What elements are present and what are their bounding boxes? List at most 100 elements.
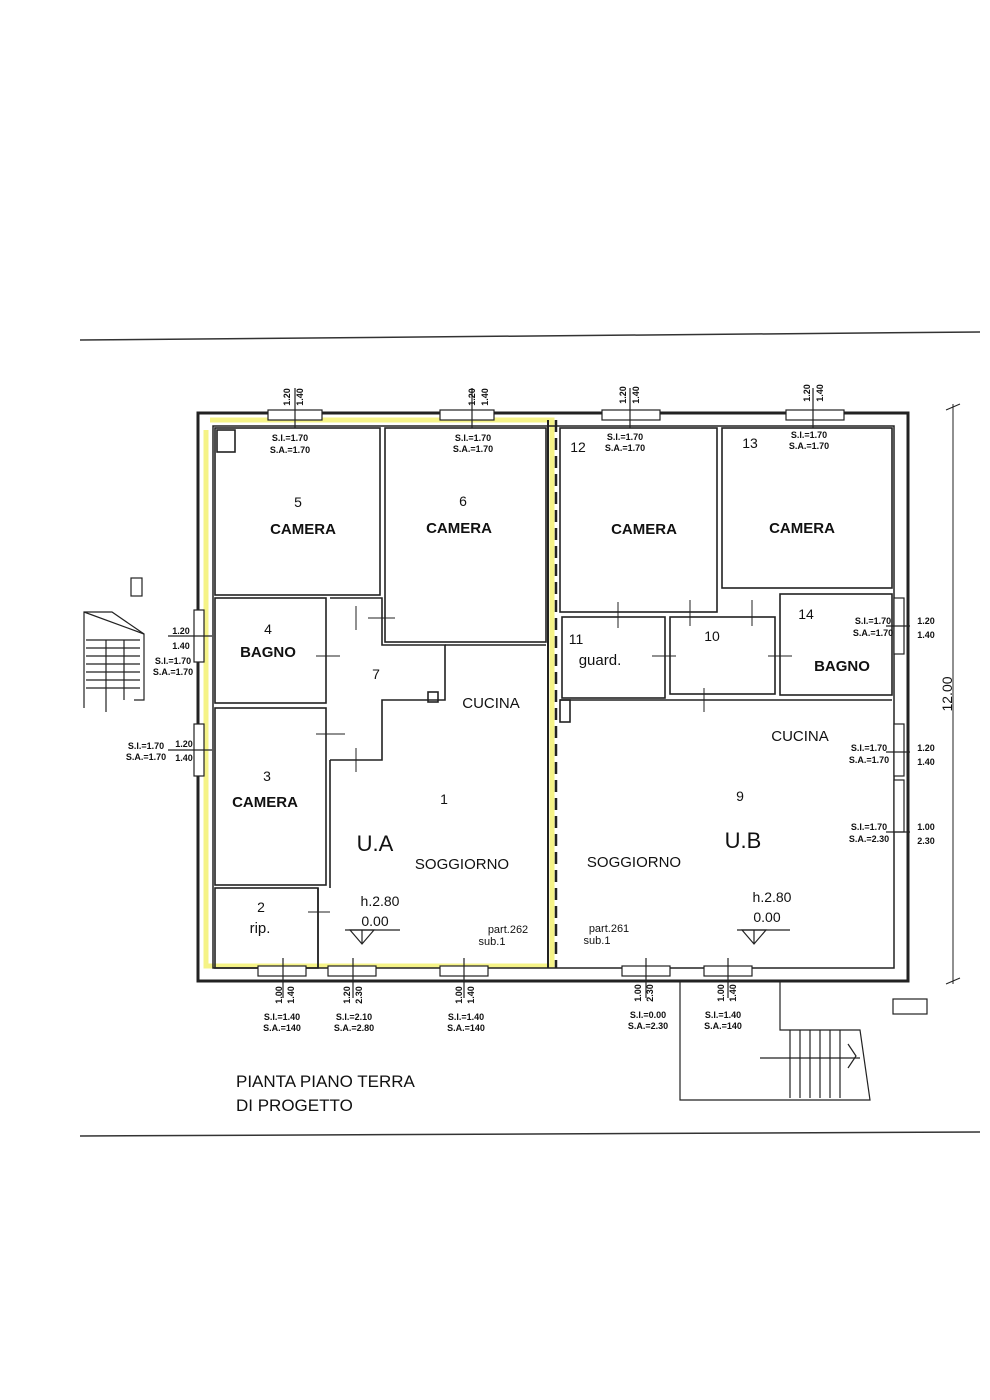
unit-b-sub: sub.1 — [584, 935, 611, 947]
window-dimension-label: S.A.=1.70 — [453, 444, 493, 454]
window-dimension-label: S.I.=1.70 — [155, 656, 191, 666]
room-5-number: 5 — [294, 494, 302, 510]
unit-b-walls — [559, 427, 893, 723]
room-13-number: 13 — [742, 435, 758, 451]
frame-line-top — [79, 331, 981, 341]
room-4-number: 4 — [264, 621, 272, 637]
window-dimension-label: S.A.=140 — [263, 1023, 301, 1033]
window-dimension-label: S.A.=1.70 — [789, 441, 829, 451]
room-1-name: SOGGIORNO — [415, 856, 509, 873]
window-dimension-label: 1.20 — [802, 384, 812, 402]
window-dimension-label: 1.20 — [282, 388, 292, 406]
window-dimension-label: 1.20 — [917, 743, 935, 753]
window-dimension-label: S.A.=1.70 — [153, 667, 193, 677]
window-dimension-label: S.I.=1.70 — [272, 433, 308, 443]
stair-left — [83, 577, 145, 712]
room-14-number: 14 — [798, 606, 814, 622]
dimension-line — [945, 403, 961, 985]
unit-b-height: h.2.80 — [753, 889, 792, 905]
room-12-number: 12 — [570, 439, 586, 455]
top-window-1-annot: 1.20 1.40 S.I.=1.70 S.A.=1.70 — [270, 388, 310, 455]
window-dimension-label: S.I.=1.70 — [851, 822, 887, 832]
room-6-name: CAMERA — [426, 520, 492, 537]
unit-a-name: U.A — [357, 831, 394, 856]
bottom-window-1-annot: 1.00 1.40 S.I.=1.40 S.A.=140 — [263, 986, 301, 1033]
unit-a-level: 0.00 — [361, 913, 388, 929]
unit-a-sub: sub.1 — [479, 936, 506, 948]
door-marks — [308, 600, 792, 913]
stair-right — [679, 980, 928, 1101]
window-dimension-label: 1.40 — [480, 388, 490, 406]
right-window-1-annot: S.I.=1.70 S.A.=1.70 1.20 1.40 — [853, 616, 935, 640]
room-4-name: BAGNO — [240, 644, 296, 661]
window-dimension-label: S.I.=1.70 — [607, 432, 643, 442]
bottom-window-2-annot: 1.20 2.30 S.I.=2.10 S.A.=2.80 — [334, 986, 374, 1033]
window-dimension-label: 1.40 — [728, 984, 738, 1002]
room-11-number: 11 — [569, 631, 584, 647]
room-14-name: BAGNO — [814, 658, 870, 675]
window-dimension-label: S.I.=1.40 — [448, 1012, 484, 1022]
kitchen-b-name: CUCINA — [771, 728, 829, 745]
room-2-name: rip. — [250, 920, 271, 937]
window-dimension-label: S.A.=2.80 — [334, 1023, 374, 1033]
room-5-name: CAMERA — [270, 521, 336, 538]
room-9-name: SOGGIORNO — [587, 854, 681, 871]
bottom-window-3-annot: 1.00 1.40 S.I.=1.40 S.A.=140 — [447, 986, 485, 1033]
window-dimension-label: 1.00 — [274, 986, 284, 1004]
outer-wall-inner — [212, 425, 895, 969]
window-dimension-label: S.I.=1.40 — [705, 1010, 741, 1020]
window-dimension-label: 1.20 — [467, 388, 477, 406]
window-dimension-label: 1.00 — [716, 984, 726, 1002]
window-dimension-label: S.A.=1.70 — [270, 445, 310, 455]
window-dimension-label: 1.00 — [454, 986, 464, 1004]
window-dimension-label: 1.40 — [917, 630, 935, 640]
left-window-2-annot: S.I.=1.70 S.A.=1.70 1.20 1.40 — [126, 739, 193, 763]
window-dimension-label: S.I.=1.70 — [851, 743, 887, 753]
right-window-2-annot: S.I.=1.70 S.A.=1.70 1.20 1.40 — [849, 743, 935, 767]
window-dimension-label: 1.40 — [631, 386, 641, 404]
room-7-number: 7 — [372, 666, 380, 682]
room-11-name: guard. — [579, 652, 622, 669]
window-dimension-label: S.I.=2.10 — [336, 1012, 372, 1022]
room-2-number: 2 — [257, 899, 265, 915]
window-dimension-label: S.I.=1.70 — [791, 430, 827, 440]
top-window-2-annot: 1.20 1.40 S.I.=1.70 S.A.=1.70 — [453, 388, 493, 454]
window-dimension-label: S.I.=1.70 — [455, 433, 491, 443]
top-window-4-annot: 1.20 1.40 S.I.=1.70 S.A.=1.70 — [789, 384, 829, 451]
left-window-1-annot: 1.20 1.40 S.I.=1.70 S.A.=1.70 — [153, 626, 193, 677]
window-dimension-label: S.A.=1.70 — [126, 752, 166, 762]
level-markers — [345, 929, 790, 945]
window-dimension-label: 1.40 — [286, 986, 296, 1004]
room-3-number: 3 — [263, 768, 271, 784]
unit-a-highlight — [203, 417, 555, 969]
room-12-name: CAMERA — [611, 521, 677, 538]
dimension-total: 12.00 — [939, 676, 955, 711]
window-dimension-label: S.A.=2.30 — [628, 1021, 668, 1031]
plan-title-line-1: PIANTA PIANO TERRA — [236, 1072, 416, 1091]
unit-b-level: 0.00 — [753, 909, 780, 925]
window-dimension-label: S.I.=1.70 — [855, 616, 891, 626]
window-dimension-label: S.A.=1.70 — [853, 628, 893, 638]
window-dimension-label: S.I.=0.00 — [630, 1010, 666, 1020]
window-dimension-label: S.A.=1.70 — [605, 443, 645, 453]
right-window-3-annot: S.I.=1.70 S.A.=2.30 1.00 2.30 — [849, 822, 935, 846]
window-marks — [168, 388, 910, 998]
window-dimension-label: 1.20 — [917, 616, 935, 626]
unit-b-part: part.261 — [589, 923, 629, 935]
window-dimension-label: 1.40 — [172, 641, 190, 651]
unit-a-part: part.262 — [488, 924, 528, 936]
window-dimension-label: 1.20 — [342, 986, 352, 1004]
window-dimension-label: 1.40 — [295, 388, 305, 406]
window-dimension-label: 1.40 — [815, 384, 825, 402]
window-dimension-label: 2.30 — [354, 986, 364, 1004]
window-dimension-label: 1.40 — [175, 753, 193, 763]
window-dimension-label: S.A.=140 — [704, 1021, 742, 1031]
window-dimension-label: 1.00 — [917, 822, 935, 832]
kitchen-a-name: CUCINA — [462, 695, 520, 712]
plan-title-line-2: DI PROGETTO — [236, 1096, 353, 1115]
room-6-number: 6 — [459, 493, 467, 509]
window-dimension-label: 1.20 — [618, 386, 628, 404]
room-3-name: CAMERA — [232, 794, 298, 811]
room-9-number: 9 — [736, 788, 744, 804]
